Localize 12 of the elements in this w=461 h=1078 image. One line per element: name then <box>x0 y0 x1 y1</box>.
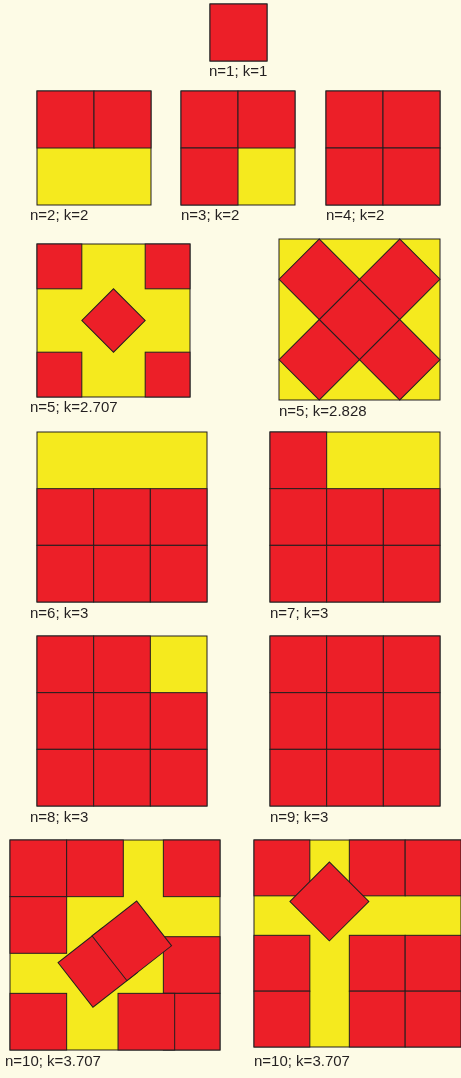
figure-caption: n=9; k=3 <box>270 809 329 825</box>
figure-caption: n=5; k=2.707 <box>30 399 118 415</box>
figure-caption: n=3; k=2 <box>181 207 240 223</box>
figure-caption: n=1; k=1 <box>209 63 268 79</box>
figure-caption: n=8; k=3 <box>30 809 89 825</box>
figure-caption: n=10; k=3.707 <box>254 1053 350 1069</box>
figure-caption: n=6; k=3 <box>30 605 89 621</box>
figure-caption: n=2; k=2 <box>30 207 89 223</box>
figure-caption: n=10; k=3.707 <box>5 1053 101 1069</box>
figure-caption: n=5; k=2.828 <box>279 403 367 419</box>
figure-caption: n=7; k=3 <box>270 605 329 621</box>
figure-caption: n=4; k=2 <box>326 207 385 223</box>
